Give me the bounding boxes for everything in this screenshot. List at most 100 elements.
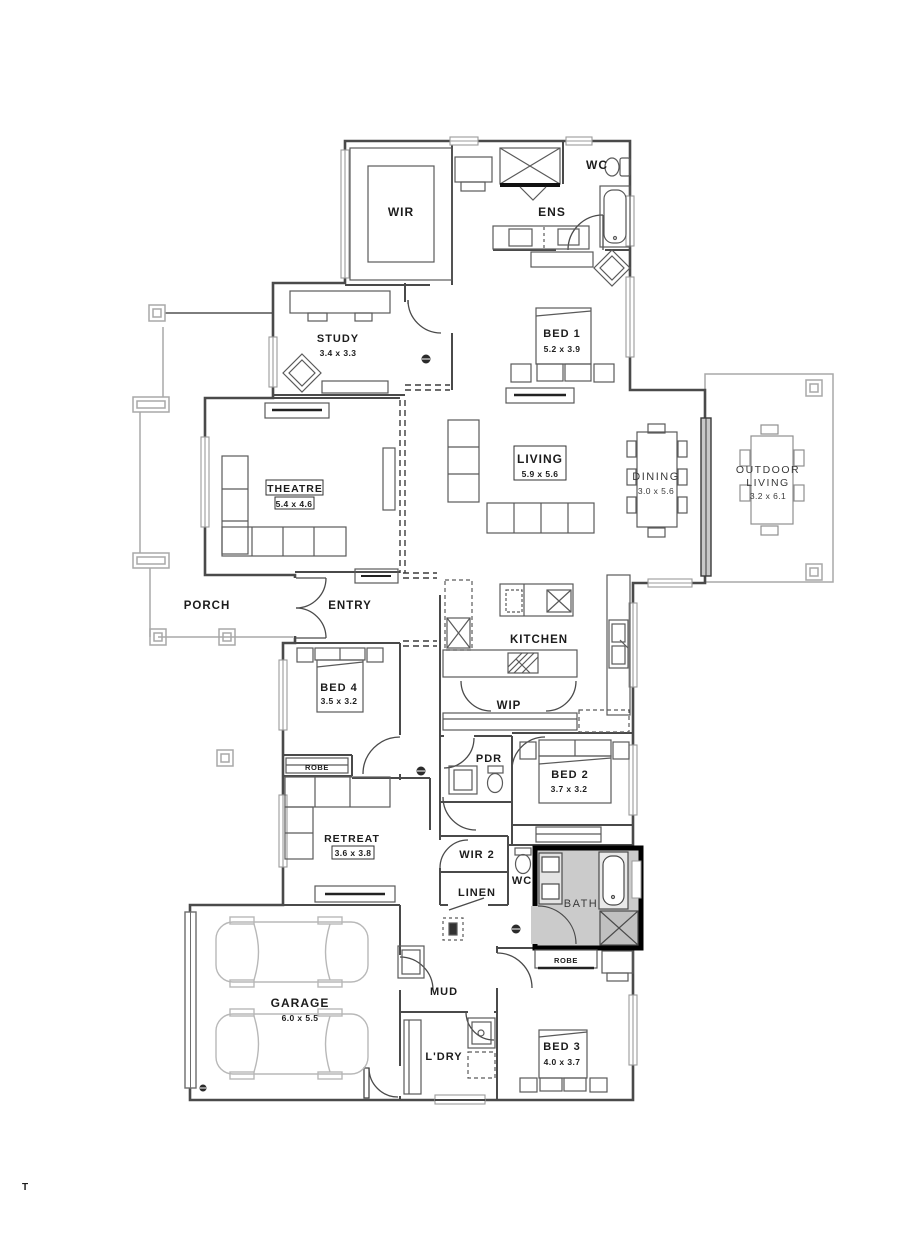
bed3-dims: 4.0 x 3.7 <box>544 1057 581 1067</box>
utility-unit <box>442 917 464 941</box>
entry-label: ENTRY <box>328 600 372 612</box>
smoke-detector-icon <box>199 1084 207 1092</box>
study-dims: 3.4 x 3.3 <box>320 348 357 358</box>
study-furniture <box>282 290 391 394</box>
toilet-wc2 <box>514 847 532 875</box>
smoke-detectors <box>199 354 521 1092</box>
kitchen-bench <box>442 649 578 678</box>
retreat-label: RETREAT <box>324 833 380 845</box>
retreat-dims: 3.6 x 3.8 <box>335 848 372 858</box>
utility-furniture <box>397 917 634 1095</box>
pdr-door <box>443 737 475 769</box>
bed4-robe <box>285 757 349 774</box>
bed1-label: BED 1 <box>543 328 580 340</box>
bed4-door <box>362 736 401 775</box>
bed3-door <box>496 952 533 989</box>
wir-shelving <box>349 147 453 281</box>
mud-door <box>399 956 434 991</box>
window <box>340 149 350 279</box>
entry-console <box>354 568 399 584</box>
outdoor-living-label-2: LIVING <box>746 477 789 489</box>
bed3-desk <box>601 950 634 982</box>
car <box>215 1008 369 1080</box>
wc-bath-label: WC <box>512 875 532 887</box>
wip-label: WIP <box>497 700 522 712</box>
bath-window <box>631 860 642 899</box>
bed2-furniture <box>519 739 630 804</box>
wir2-label: WIR 2 <box>459 849 495 861</box>
nook-desk <box>454 156 493 192</box>
smoke-detector-icon <box>511 924 521 934</box>
bed2-door <box>511 736 546 771</box>
porch-label: PORCH <box>184 600 231 612</box>
bath-door-gap <box>531 906 540 944</box>
garage-dims: 6.0 x 5.5 <box>282 1013 319 1023</box>
kitchen-label: KITCHEN <box>510 634 568 646</box>
bed1-dims: 5.2 x 3.9 <box>544 344 581 354</box>
window <box>625 276 635 358</box>
bathtub <box>599 185 631 248</box>
ens-vanity <box>492 225 590 250</box>
window <box>628 602 638 688</box>
hall-door <box>442 796 477 831</box>
porch-outline <box>132 304 293 767</box>
bed3-label: BED 3 <box>543 1041 580 1053</box>
pdr-fixtures <box>448 765 504 795</box>
window <box>200 436 210 528</box>
linen-door <box>448 897 485 911</box>
ldry-label: L'DRY <box>425 1051 462 1063</box>
window <box>434 1094 486 1105</box>
garage-rear-door <box>363 1067 399 1099</box>
window <box>628 744 638 816</box>
car <box>215 916 369 988</box>
wc-ens-label: WC <box>586 158 608 172</box>
ens-door <box>567 214 604 251</box>
window <box>278 659 288 731</box>
bath-vanity <box>538 852 563 905</box>
window <box>565 136 593 146</box>
mud-label: MUD <box>430 986 458 998</box>
cased-openings <box>399 384 450 647</box>
window <box>449 136 479 146</box>
ldry-trough <box>467 1017 496 1049</box>
retreat-sofa <box>284 776 391 860</box>
kitchen-island <box>499 583 574 617</box>
smoke-detector-icon <box>416 766 426 776</box>
furniture <box>221 147 805 903</box>
wip-opening <box>460 680 577 712</box>
bed4-dims: 3.5 x 3.2 <box>321 696 358 706</box>
garage-label: GARAGE <box>271 996 330 1010</box>
bed2-robe <box>535 826 602 843</box>
window <box>647 578 693 588</box>
ldry-door <box>465 1011 495 1041</box>
living-dims: 5.9 x 5.6 <box>522 469 559 479</box>
toilet <box>604 157 631 177</box>
entry-door-gap <box>290 578 300 636</box>
outdoor-living-dims: 3.2 x 6.1 <box>750 491 786 501</box>
bath-tub <box>598 851 629 910</box>
theatre-furniture <box>221 402 396 557</box>
retreat-cabinet <box>314 885 396 903</box>
pdr-label: PDR <box>476 753 502 765</box>
garage-cars <box>215 916 369 1080</box>
bath-shower <box>599 910 639 946</box>
window <box>628 994 638 1066</box>
stacker-door <box>700 417 712 577</box>
bed2-label: BED 2 <box>551 769 588 781</box>
bath-label: BATH <box>564 898 599 910</box>
outdoor-table <box>739 424 805 536</box>
ldry-cabinet <box>403 1019 422 1095</box>
living-furniture <box>447 387 595 534</box>
bath-room-highlight <box>531 845 644 951</box>
bed3-robe <box>534 949 598 970</box>
bed3-robe-label: ROBE <box>554 956 578 965</box>
dining-dims: 3.0 x 5.6 <box>638 486 674 496</box>
label-boxes <box>265 445 567 860</box>
wir-label: WIR <box>388 205 414 219</box>
ens-shower <box>499 147 561 201</box>
bed3-bed <box>519 1029 608 1093</box>
wir2-door <box>439 839 469 869</box>
ldry-washer <box>467 1051 496 1079</box>
